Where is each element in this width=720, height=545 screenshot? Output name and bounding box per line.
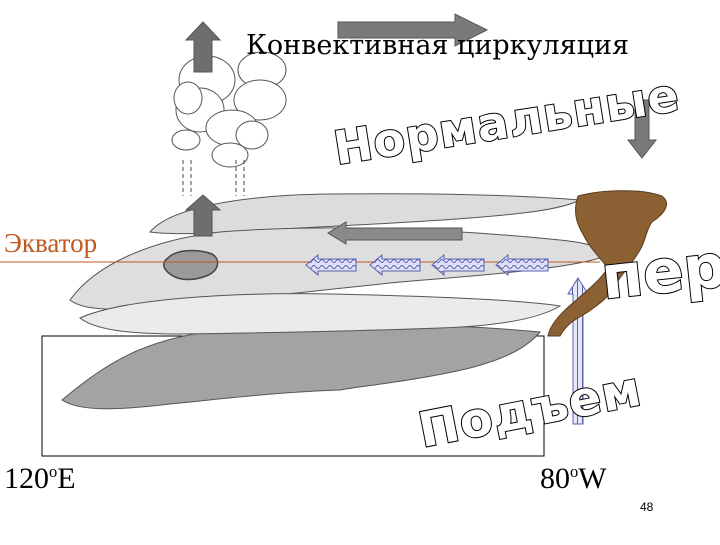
arrow-down-icon [626, 99, 658, 159]
island-shape [163, 249, 219, 281]
diagram-title: Конвективная циркуляция [246, 30, 630, 61]
surface-layer [79, 293, 562, 335]
trade-wind-arrows [305, 253, 549, 277]
equator-label: Экватор [4, 228, 98, 258]
longitude-left-label: 120oE [4, 462, 76, 495]
longitude-right-label: 80oW [540, 462, 607, 495]
arrow-left-icon [327, 221, 463, 245]
arrow-right-icon [337, 13, 489, 47]
south-america-land [547, 190, 667, 337]
cloud-icon [171, 51, 287, 168]
rain-dashes [182, 160, 245, 196]
arrow-up-icon [184, 21, 222, 237]
page-number: 48 [640, 500, 654, 514]
